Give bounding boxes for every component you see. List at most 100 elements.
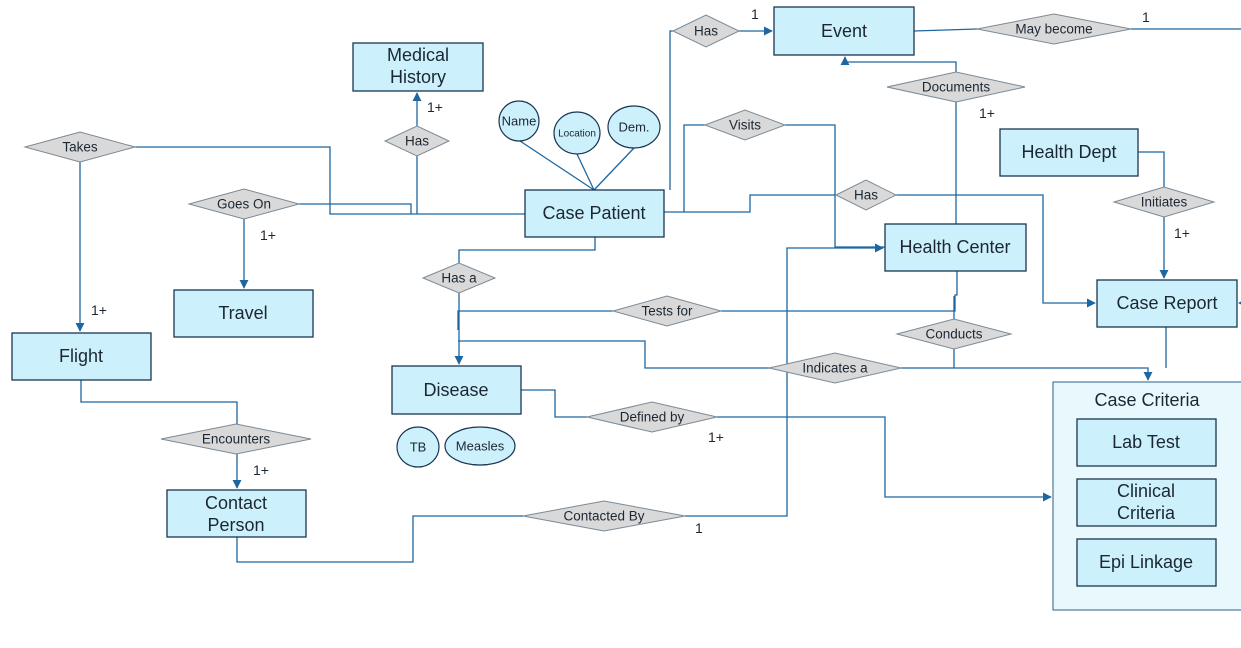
relationship-label: Goes On — [217, 197, 271, 212]
entity-label: Criteria — [1117, 503, 1176, 523]
connector-event-may-become — [913, 28, 978, 32]
entity-lab-test[interactable]: Lab Test — [1076, 418, 1217, 467]
connector-flight-encounters — [80, 380, 238, 424]
relationship-has-history[interactable]: Has — [383, 125, 451, 157]
connector-patient-visits — [683, 124, 705, 212]
relationship-initiates[interactable]: Initiates — [1112, 186, 1216, 218]
relationship-label: Contacted By — [563, 509, 644, 524]
entity-label: Flight — [59, 346, 103, 366]
cardinality-history: 1+ — [427, 99, 443, 115]
connectors — [75, 26, 1241, 563]
relationship-conducts[interactable]: Conducts — [895, 318, 1013, 350]
entity-disease[interactable]: Disease — [391, 365, 522, 415]
relationship-label: Documents — [922, 80, 991, 95]
attribute-dem[interactable]: Dem. — [607, 105, 661, 149]
relationship-may-become[interactable]: May become — [976, 13, 1132, 45]
connector-takes-patient — [135, 146, 525, 215]
attribute-label: Name — [502, 113, 537, 128]
relationship-label: Initiates — [1141, 195, 1188, 210]
relationship-indicates-a[interactable]: Indicates a — [768, 352, 902, 384]
entity-health-dept[interactable]: Health Dept — [999, 128, 1139, 177]
attribute-label: TB — [410, 439, 427, 454]
entity-label: Case Report — [1116, 293, 1217, 313]
relationship-label: Takes — [62, 140, 98, 155]
relationship-label: Indicates a — [802, 361, 868, 376]
entity-event[interactable]: Event — [773, 6, 915, 56]
attribute-tb[interactable]: TB — [396, 426, 440, 468]
attr-link-dem — [593, 147, 635, 191]
entity-travel[interactable]: Travel — [173, 289, 314, 338]
cardinality-initiates: 1+ — [1174, 225, 1190, 241]
relationship-visits[interactable]: Visits — [703, 109, 787, 141]
relationship-goes-on[interactable]: Goes On — [187, 188, 301, 220]
relationship-tests-for[interactable]: Tests for — [611, 295, 723, 327]
connector-contacted-by-center — [685, 243, 884, 517]
relationship-label: Tests for — [641, 304, 693, 319]
cardinality-may-become: 1 — [1142, 9, 1150, 25]
attr-link-location — [576, 153, 595, 191]
relationship-documents[interactable]: Documents — [886, 71, 1026, 103]
attribute-label: Measles — [456, 438, 505, 453]
relationship-label: Has — [405, 134, 429, 149]
relationship-takes[interactable]: Takes — [23, 131, 137, 163]
relationship-defined-by[interactable]: Defined by — [586, 401, 718, 433]
connector-has-report — [896, 194, 1096, 308]
entity-label: Clinical — [1117, 481, 1175, 501]
relationship-contacted-by[interactable]: Contacted By — [522, 500, 686, 532]
relationship-label: Defined by — [620, 410, 685, 425]
attribute-measles[interactable]: Measles — [444, 426, 516, 466]
connector-patient-has-event — [669, 30, 673, 190]
entity-label: Event — [821, 21, 867, 41]
entity-flight[interactable]: Flight — [11, 332, 152, 381]
attr-link-name — [519, 140, 595, 191]
attribute-name[interactable]: Name — [498, 100, 540, 142]
entity-label: Epi Linkage — [1099, 552, 1193, 572]
cardinality-documents: 1+ — [979, 105, 995, 121]
relationship-label: May become — [1015, 22, 1092, 37]
relationship-has-a[interactable]: Has a — [421, 262, 497, 294]
cardinality-travel: 1+ — [260, 227, 276, 243]
entity-label: Health Center — [899, 237, 1010, 257]
entity-health-center[interactable]: Health Center — [884, 223, 1027, 272]
relationship-has-event[interactable]: Has — [671, 14, 741, 48]
entity-epi-linkage[interactable]: Epi Linkage — [1076, 538, 1217, 587]
connector-dept-initiates — [1138, 151, 1165, 187]
entity-label: Disease — [423, 380, 488, 400]
connector-defined-by-criteria — [717, 416, 1052, 502]
relationship-label: Conducts — [925, 327, 982, 342]
relationship-encounters[interactable]: Encounters — [160, 423, 312, 455]
connector-tests-for-center — [721, 271, 958, 312]
attribute-label: Dem. — [618, 119, 649, 134]
cardinality-flight: 1+ — [91, 302, 107, 318]
connector-documents-event — [840, 56, 957, 72]
relationship-label: Has — [854, 188, 878, 203]
relationship-label: Visits — [729, 118, 761, 133]
cardinality-defined-by: 1+ — [708, 429, 724, 445]
connector-disease-defined-by — [521, 389, 587, 418]
connector-patient-has-a — [458, 237, 596, 263]
connector-tests-for-disease — [457, 310, 613, 330]
connector-contact-contacted-by — [236, 515, 523, 563]
attribute-location[interactable]: Location — [553, 111, 601, 155]
entity-case-patient[interactable]: Case Patient — [524, 189, 665, 238]
entity-label: History — [390, 67, 446, 87]
entity-label: Lab Test — [1112, 432, 1180, 452]
case-criteria-label: Case Criteria — [1094, 390, 1200, 410]
cardinality-contacted-by: 1 — [695, 520, 703, 536]
entity-label: Health Dept — [1021, 142, 1116, 162]
entity-case-report[interactable]: Case Report — [1096, 279, 1238, 328]
relationship-has-report[interactable]: Has — [834, 179, 898, 211]
cardinality-event-has: 1 — [751, 6, 759, 22]
relationship-label: Has a — [441, 271, 477, 286]
entity-label: Person — [207, 515, 264, 535]
relationship-label: Encounters — [202, 432, 271, 447]
connector-disease-indicates — [458, 340, 769, 369]
connector-visits-center — [785, 124, 885, 248]
connector-goes-on-patient — [299, 203, 412, 214]
connector-conducts-criteria — [953, 349, 1153, 381]
entity-label: Contact — [205, 493, 267, 513]
